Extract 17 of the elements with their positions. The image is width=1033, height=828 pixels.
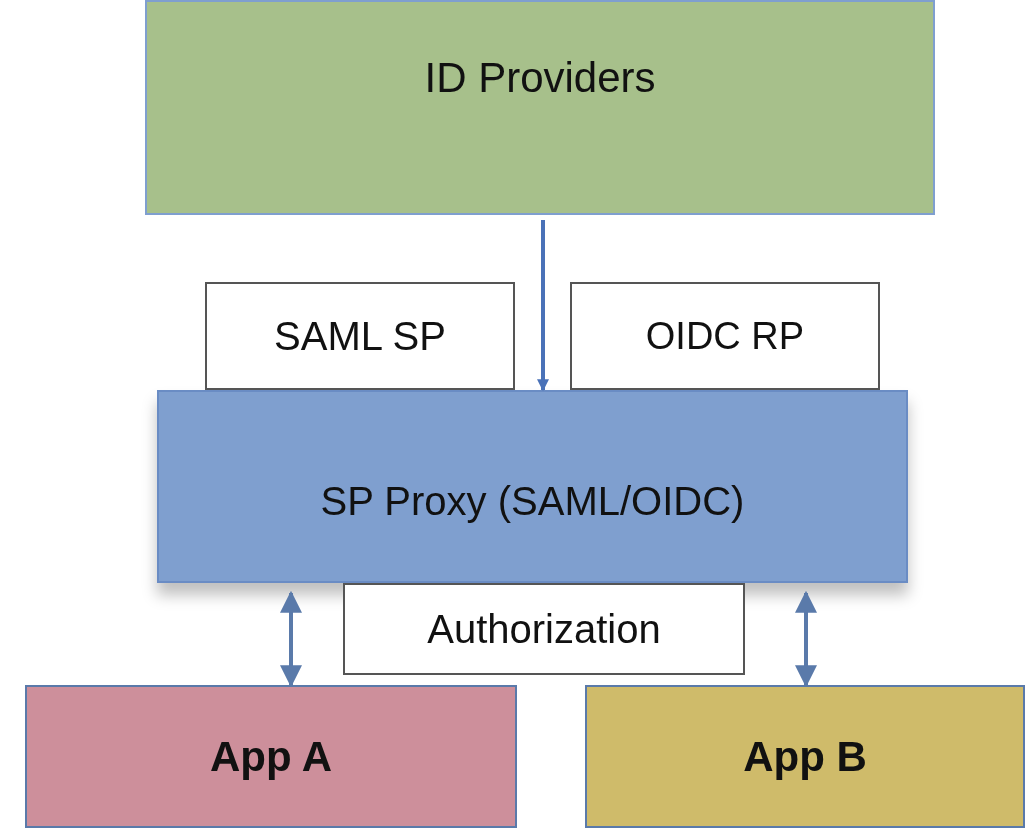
box-label: SAML SP (274, 313, 446, 359)
app-box (585, 685, 1025, 828)
app-box (25, 685, 517, 828)
arrow (537, 220, 549, 392)
component-box (343, 583, 745, 675)
provider-box (145, 0, 935, 215)
box-label: OIDC RP (645, 314, 805, 358)
box-label: SP Proxy (SAML/OIDC) (320, 479, 745, 524)
box-label: Authorization (427, 606, 661, 652)
arrow (795, 590, 817, 688)
box-label: ID Providers (424, 53, 656, 102)
box-label: App A (209, 732, 333, 781)
box-label: App B (743, 732, 867, 781)
component-box (205, 282, 515, 390)
proxy-box (157, 390, 908, 583)
arrow (280, 590, 302, 688)
component-box (570, 282, 880, 390)
